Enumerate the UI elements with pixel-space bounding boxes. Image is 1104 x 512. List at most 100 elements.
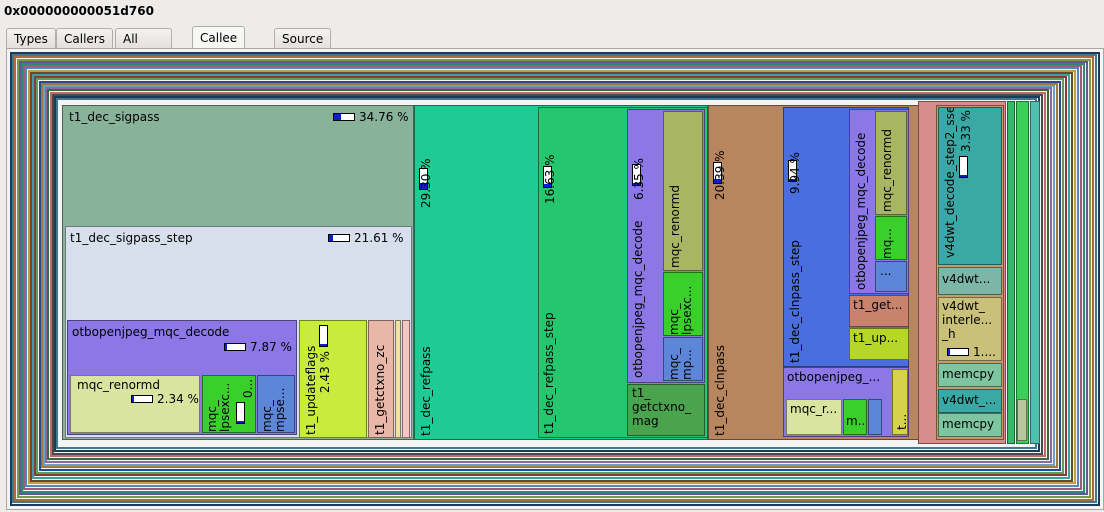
frame-ring: [36, 78, 1064, 474]
block-percent: 2.43 %: [318, 351, 332, 393]
block-thin-c[interactable]: [1017, 399, 1027, 441]
tab-types[interactable]: Types: [6, 28, 56, 49]
block-thin-a[interactable]: [1007, 101, 1015, 444]
block-cln-t[interactable]: t...: [892, 369, 908, 435]
block-label: ...: [880, 264, 892, 278]
cost-bar: [947, 348, 969, 356]
frame-ring: [29, 71, 1073, 482]
cost-bar: [713, 162, 722, 184]
frame-ring: [32, 74, 1070, 479]
tab-callers[interactable]: Callers: [56, 28, 113, 49]
tab-callers-label: Callers: [64, 32, 105, 46]
frame-ring: [38, 80, 1061, 471]
block-v4dwt-b[interactable]: v4dwt_...: [938, 389, 1002, 413]
block-label: v4dwt_decode_step2_sse: [943, 107, 957, 258]
tab-source-code[interactable]: Source Code: [274, 28, 332, 66]
block-t1-updateflags[interactable]: t1_updateflags 2.43 %: [299, 320, 367, 438]
block-label: t1_up...: [853, 331, 899, 345]
block-memcpy-a[interactable]: memcpy: [938, 363, 1002, 387]
block-percent: 0...: [241, 378, 255, 398]
tab-callee-map[interactable]: Callee Map: [192, 26, 246, 67]
tab-all-callers[interactable]: All Callers: [115, 28, 172, 66]
cost-bar: [131, 395, 153, 403]
frame-ring: [10, 52, 1100, 506]
block-label: memcpy: [942, 417, 995, 431]
frame-ring: [21, 63, 1085, 493]
cost-bar: [543, 166, 552, 188]
block-label: mqc_ mp...: [667, 348, 694, 380]
block-ref-mqc-renormd[interactable]: mqc_renormd: [663, 111, 703, 271]
block-sig-mqc-renormd[interactable]: mqc_renormd 2.34 %: [70, 375, 200, 433]
block-label: mqc_renormd: [668, 185, 682, 268]
block-label: mqc_ mpse...: [260, 387, 287, 432]
cost-bar: [333, 113, 355, 121]
cost-bar: [632, 164, 641, 186]
tab-types-label: Types: [14, 32, 48, 46]
block-ref-mqc-mp[interactable]: mqc_ mp...: [663, 337, 703, 381]
block-label: t1_dec_sigpass: [69, 110, 160, 124]
block-label: mqc_ lpsexc...: [667, 285, 694, 335]
block-percent: 2.34 %: [157, 392, 199, 406]
block-cln-t1-updateflags[interactable]: t1_up...: [849, 328, 909, 360]
block-label: t1_updateflags: [304, 345, 318, 435]
frame-ring: [27, 69, 1076, 485]
frame-ring: [40, 82, 1058, 469]
block-percent: 9.94 %: [788, 152, 802, 194]
block-cln-t1-getctxno[interactable]: t1_get...: [849, 295, 909, 327]
frame-ring: [47, 89, 1049, 461]
block-label: v4dwt...: [942, 272, 991, 286]
block-label: t1_get...: [853, 298, 903, 312]
block-percent: 3.33 %: [959, 110, 973, 152]
block-small-b[interactable]: [402, 320, 410, 438]
block-label: t1_dec_sigpass_step: [70, 231, 193, 245]
frame-ring: [51, 93, 1043, 455]
block-label: t1_ getctxno_ mag: [632, 386, 692, 428]
frame-ring: [45, 87, 1052, 463]
frame-ring: [23, 65, 1082, 490]
block-cln-ellipsis[interactable]: ...: [875, 261, 907, 292]
block-label: t1_dec_clnpass_step: [788, 240, 802, 363]
block-sig-mqc-lpsexc[interactable]: mqc_ lpsexc... 0...: [202, 375, 256, 433]
block-label: otbopenjpeg_mqc_decode: [854, 132, 868, 290]
frame-ring: [16, 58, 1091, 498]
block-v4dwt-decode-step2-sse[interactable]: v4dwt_decode_step2_sse 3.33 %: [938, 107, 1002, 265]
block-label: mqc_renormd: [77, 378, 160, 392]
block-ref-mqc-lpsexc[interactable]: mqc_ lpsexc...: [663, 272, 703, 336]
block-label: mq...: [880, 228, 894, 259]
block-t1-getctxno-mag[interactable]: t1_ getctxno_ mag: [627, 384, 705, 436]
block-percent: 1....: [973, 345, 996, 359]
cost-bar: [224, 343, 246, 351]
frame-ring: [14, 56, 1094, 501]
block-percent: 21.61 %: [354, 231, 404, 245]
block-label: mqc_ lpsexc...: [205, 382, 232, 432]
block-label: m...: [846, 414, 867, 428]
block-memcpy-b[interactable]: memcpy: [938, 413, 1002, 437]
block-label: v4dwt_...: [942, 393, 997, 407]
block-cln-small[interactable]: [868, 399, 882, 435]
block-label: t...: [895, 413, 908, 430]
cost-bar: [788, 160, 797, 182]
frame-ring: [49, 91, 1046, 458]
block-cln-mqc-r[interactable]: mqc_r...: [786, 399, 842, 435]
callee-map[interactable]: t1_dec_sigpass 34.76 % t1_dec_sigpass_st…: [6, 48, 1104, 510]
block-t1-getctxno-zc[interactable]: t1_getctxno_zc: [368, 320, 394, 438]
cost-bar: [236, 402, 245, 424]
frame-ring: [25, 67, 1079, 488]
block-v4dwt-a[interactable]: v4dwt...: [938, 267, 1002, 295]
block-thin-b[interactable]: [1016, 101, 1029, 444]
block-cln-mq[interactable]: mq...: [875, 216, 907, 260]
block-cln-mqc-renormd[interactable]: mqc_renormd: [875, 111, 907, 215]
cost-bar: [319, 325, 328, 347]
block-label: t1_dec_refpass_step: [542, 312, 556, 434]
block-label: memcpy: [942, 367, 995, 381]
frame-ring: [34, 76, 1067, 477]
block-thin-d[interactable]: [1030, 101, 1040, 444]
block-sig-mqc-mpse[interactable]: mqc_ mpse...: [257, 375, 295, 433]
window-title: 0x000000000051d760: [4, 4, 154, 18]
block-small-a[interactable]: [395, 320, 401, 438]
block-v4dwt-interleave-h[interactable]: v4dwt_ interle... _h 1....: [938, 297, 1002, 361]
frame-ring: [12, 54, 1097, 504]
block-cln-m[interactable]: m...: [843, 399, 867, 435]
block-percent: 34.76 %: [359, 110, 409, 124]
block-percent: 7.87 %: [250, 340, 292, 354]
